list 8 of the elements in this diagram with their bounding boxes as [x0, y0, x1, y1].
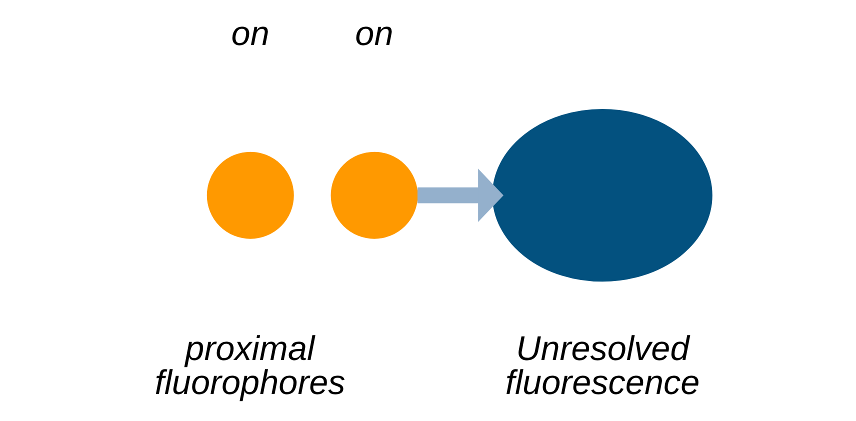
node-ellipse	[492, 109, 712, 282]
arrow	[418, 168, 504, 222]
label: Unresolved fluorescence	[505, 330, 700, 402]
node-label: on	[231, 14, 270, 53]
node-circle	[206, 152, 294, 239]
label: proximal fluorophores	[154, 330, 346, 402]
node-label: on	[355, 14, 394, 53]
node-circle	[330, 152, 418, 239]
